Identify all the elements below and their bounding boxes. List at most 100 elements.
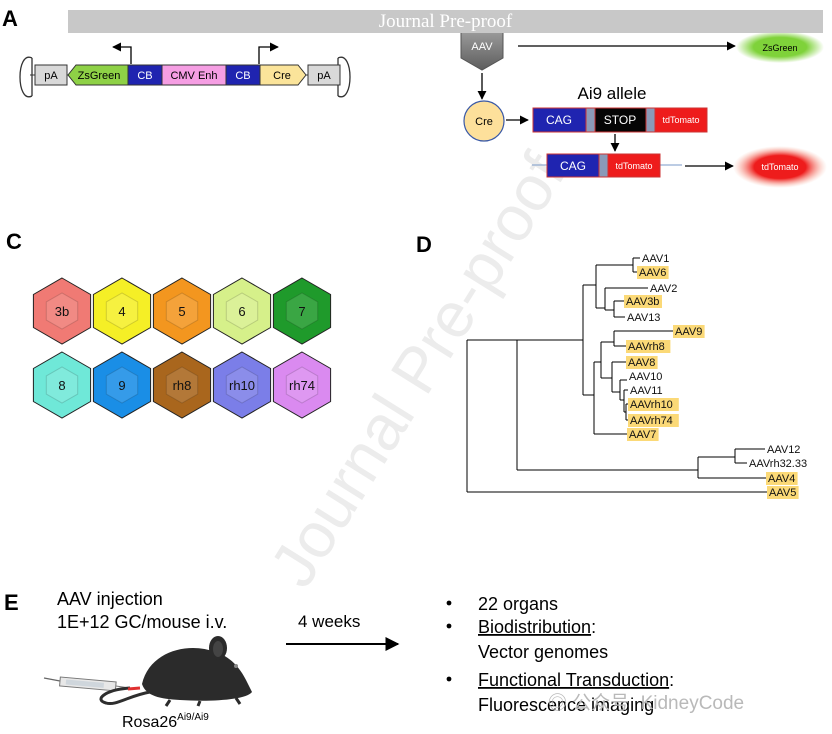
itr-left-icon	[19, 56, 33, 98]
journal-banner: Journal Pre-proof	[68, 10, 823, 33]
segment-pa-left-label: pA	[44, 70, 58, 82]
tree-leaf-label: AAVrh8	[628, 341, 665, 353]
brand-chat-label: 公众号	[572, 693, 630, 714]
allele-stop-label: STOP	[604, 113, 636, 127]
tree-labels: AAV1AAV6AAV2AAV3bAAV13AAV9AAVrh8AAV8AAV1…	[624, 253, 807, 499]
brand-watermark: ◎ 公众号 KidneyCode	[548, 688, 744, 715]
segment-zsgreen	[67, 64, 129, 86]
cre-label: Cre	[475, 116, 493, 128]
tree-leaf-label: AAVrh10	[630, 399, 673, 411]
experiment-design: AAV injection 1E+12 GC/mouse i.v. 4 week…	[43, 589, 674, 731]
tree-leaf-label: AAV5	[769, 487, 796, 499]
tree-leaf-label: AAV6	[639, 267, 666, 279]
tree-leaf-highlight	[673, 325, 705, 338]
serotype-label-rh10: rh10	[229, 378, 255, 393]
tree-leaf-highlight	[626, 356, 658, 369]
serotype-label-3b: 3b	[55, 304, 69, 319]
serotype-label-rh74: rh74	[289, 378, 315, 393]
bullet-3-icon	[446, 676, 452, 682]
segment-pa-right	[307, 64, 341, 86]
segment-cb-left-label: CB	[137, 70, 152, 82]
recombined-tdtomato-label: tdTomato	[615, 161, 652, 171]
syringe-icon	[43, 676, 137, 692]
allele-title: Ai9 allele	[578, 84, 647, 103]
panel-label-e: E	[4, 590, 19, 615]
loxp-left	[585, 107, 596, 133]
reporter-diagram: AAV ZsGreen Cre Ai9 allele CAG STOP tdTo…	[460, 31, 827, 188]
serotype-hexagon-6	[212, 277, 272, 345]
tree-leaf-highlight	[626, 340, 671, 353]
tree-leaf-label: AAV1	[642, 253, 669, 265]
tree-leaf-highlight	[637, 266, 669, 279]
panel-label-a: A	[2, 6, 18, 31]
segment-pa-right-label: pA	[317, 70, 331, 82]
tree-leaf-label: AAV7	[629, 429, 656, 441]
serotype-facet-8	[45, 366, 79, 404]
serotype-hexagon-7	[272, 277, 332, 345]
bullet-3-main: Functional Transduction:	[478, 670, 674, 690]
phylogenetic-tree	[466, 257, 767, 493]
mouse-strain-label: Rosa26Ai9/Ai9	[122, 712, 209, 731]
panel-label-c: C	[6, 229, 22, 254]
bullet-2-main: Biodistribution:	[478, 617, 596, 637]
serotype-label-4: 4	[118, 304, 125, 319]
mouse-icon	[99, 636, 252, 707]
tree-leaf-highlight	[628, 414, 679, 427]
tree-leaf-label: AAV12	[767, 444, 800, 456]
journal-banner-text: Journal Pre-proof	[378, 11, 513, 32]
tree-leaf-highlight	[766, 472, 798, 485]
serotype-hexagon-5	[152, 277, 212, 345]
allele-stop	[594, 107, 647, 133]
promoter-arrow-left-icon	[112, 42, 132, 64]
bullet-1-icon	[446, 600, 452, 606]
serotype-label-6: 6	[238, 304, 245, 319]
allele-tdtomato	[654, 107, 708, 133]
bullet-1-main: 22 organs	[478, 594, 558, 614]
tree-leaf-label: AAV9	[675, 326, 702, 338]
serotype-hexagon-3b	[32, 277, 92, 345]
serotype-facet-7	[285, 292, 319, 330]
tree-leaf-highlight	[767, 486, 799, 499]
segment-cb-right-label: CB	[235, 70, 250, 82]
segment-cre	[259, 64, 307, 86]
serotype-label-8: 8	[58, 378, 65, 393]
injection-line-1: AAV injection	[57, 589, 163, 609]
tree-leaf-label: AAVrh74	[630, 415, 673, 427]
tree-leaf-highlight	[627, 428, 659, 441]
tree-leaf-label: AAV11	[630, 385, 663, 397]
tdtomato-cell-label: tdTomato	[761, 162, 798, 172]
aav-label: AAV	[471, 41, 493, 53]
serotype-label-rh8: rh8	[173, 378, 192, 393]
recombined-cag-label: CAG	[560, 159, 586, 173]
bullet-2-icon	[446, 623, 452, 629]
serotype-hexagon-rh10	[212, 351, 272, 419]
zsgreen-cell	[736, 31, 824, 63]
panel-label-d: D	[416, 232, 432, 257]
tree-leaf-highlight	[628, 398, 679, 411]
construct-diagram: pA ZsGreen CB CMV Enh CB Cre pA	[19, 42, 351, 98]
serotype-facet-rh8	[165, 366, 199, 404]
serotype-hexagon-4	[92, 277, 152, 345]
allele-tdtomato-label: tdTomato	[662, 115, 699, 125]
tree-leaf-label: AAVrh32.33	[749, 458, 807, 470]
tdtomato-cell	[733, 146, 827, 188]
segment-cmv-enh-label: CMV Enh	[170, 70, 217, 82]
duration-label: 4 weeks	[298, 612, 360, 631]
segment-zsgreen-label: ZsGreen	[78, 70, 121, 82]
tree-leaf-label: AAV8	[628, 357, 655, 369]
tree-leaf-label: AAV13	[627, 312, 660, 324]
serotype-label-5: 5	[178, 304, 185, 319]
serotype-facet-6	[225, 292, 259, 330]
serotype-label-7: 7	[298, 304, 305, 319]
tree-leaf-label: AAV2	[650, 283, 677, 295]
zsgreen-cell-label: ZsGreen	[762, 43, 797, 53]
promoter-arrow-right-icon	[258, 42, 279, 64]
serotype-hexagon-8	[32, 351, 92, 419]
bullet-3-sub: Fluorescence imaging	[478, 695, 654, 715]
tree-leaf-label: AAV10	[629, 371, 662, 383]
tree-leaf-highlight	[624, 295, 662, 308]
loxp-right	[645, 107, 656, 133]
tree-leaf-label: AAV3b	[626, 296, 659, 308]
